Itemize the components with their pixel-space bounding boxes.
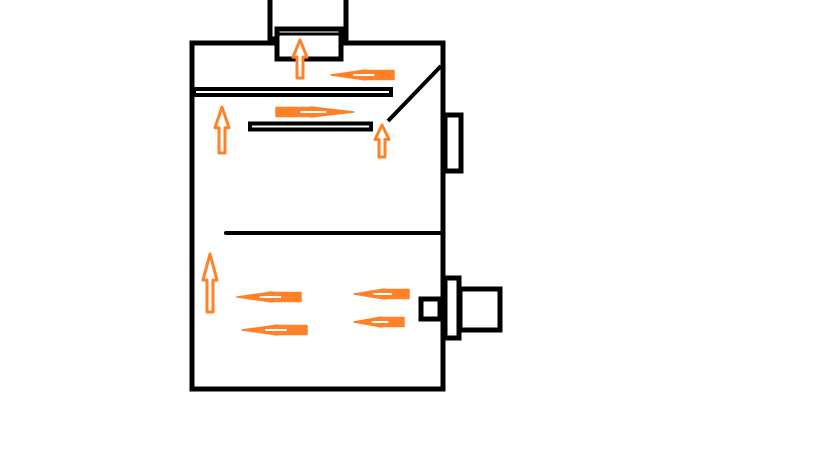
fan-flange	[442, 275, 462, 341]
side-panel	[442, 112, 464, 174]
arrow-up-icon	[213, 105, 231, 155]
arrow-up-icon	[373, 123, 391, 159]
arrow-up-icon	[201, 252, 219, 314]
diagonal-deflector	[386, 64, 443, 123]
arrow-left-icon	[353, 316, 405, 328]
arrow-left-icon	[241, 324, 308, 336]
arrow-left-icon	[330, 69, 395, 81]
airflow-arrows	[201, 38, 410, 336]
upper-baffle	[192, 87, 393, 97]
cabinet-outline	[189, 0, 503, 392]
fan-motor	[457, 286, 503, 333]
arrow-right-icon	[275, 106, 355, 118]
fan-inlet	[418, 296, 443, 322]
arrow-left-icon	[236, 291, 302, 303]
arrow-up-icon	[291, 38, 309, 80]
arrow-left-icon	[353, 288, 410, 300]
lower-baffle	[248, 121, 373, 132]
